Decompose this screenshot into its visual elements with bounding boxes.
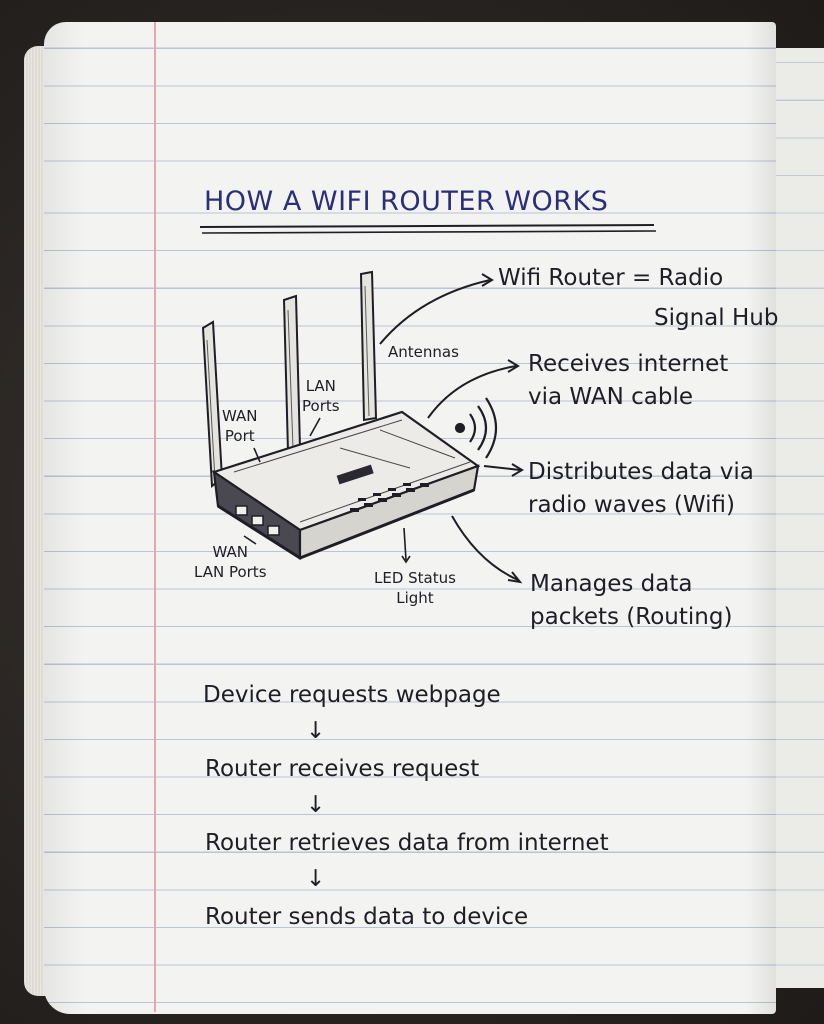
arrow-manages [451, 515, 519, 581]
desc-receives: Receives internet via WAN cable [528, 348, 728, 414]
label-wan-lan-line1: WAN [212, 543, 249, 561]
antenna-icon [201, 270, 378, 488]
label-lan-ports-line2: Ports [302, 397, 340, 415]
margin-line [154, 22, 156, 1012]
desc-receives-line2: via WAN cable [528, 384, 694, 410]
label-led-line1: LED Status [374, 569, 456, 587]
desc-manages-line1: Manages data [530, 571, 693, 597]
desc-receives-line1: Receives internet [528, 351, 729, 377]
page-title: HOW A WIFI ROUTER WORKS [204, 186, 609, 217]
label-antennas: Antennas [388, 343, 459, 361]
desc-manages-line2: packets (Routing) [530, 604, 733, 630]
label-wan-lan-ports: WAN LAN Ports [194, 542, 267, 582]
arrow-receives [427, 365, 517, 419]
arrow-radio-hub [379, 279, 491, 345]
desc-manages: Manages data packets (Routing) [530, 568, 732, 634]
desc-radio-hub-line1: Wifi Router = Radio [498, 265, 724, 291]
label-lan-ports-line1: LAN [305, 377, 336, 395]
desc-distributes: Distributes data via radio waves (Wifi) [528, 456, 754, 522]
flow-arrow-1: ↓ [306, 718, 326, 744]
flow-step-3: Router retrieves data from internet [205, 830, 609, 856]
title-underline-2 [201, 230, 657, 234]
flow-step-1: Device requests webpage [203, 682, 501, 708]
flow-step-2: Router receives request [205, 756, 480, 782]
label-wan-port-line2: Port [224, 427, 255, 445]
flow-step-4: Router sends data to device [205, 904, 529, 930]
port-icons [235, 505, 280, 536]
wifi-signal-icon [454, 397, 497, 459]
desc-distributes-line2: radio waves (Wifi) [528, 492, 735, 518]
label-wan-port-line1: WAN [222, 407, 258, 425]
label-wan-port: WAN Port [222, 406, 258, 446]
label-lan-ports: LAN Ports [302, 376, 340, 416]
label-wan-lan-line2: LAN Ports [194, 563, 267, 581]
led-lights [350, 483, 429, 512]
flow-arrow-3: ↓ [306, 866, 326, 892]
flow-arrow-2: ↓ [306, 792, 326, 818]
right-page [770, 48, 824, 988]
title-underline-1 [199, 224, 655, 228]
label-led-line2: Light [396, 589, 434, 607]
desc-radio-hub-line2: Signal Hub [654, 305, 779, 331]
arrow-distributes [483, 465, 521, 471]
desc-distributes-line1: Distributes data via [528, 459, 754, 485]
brand-plate [336, 464, 374, 485]
label-led-status: LED Status Light [374, 568, 456, 608]
notebook-page [44, 22, 776, 1014]
